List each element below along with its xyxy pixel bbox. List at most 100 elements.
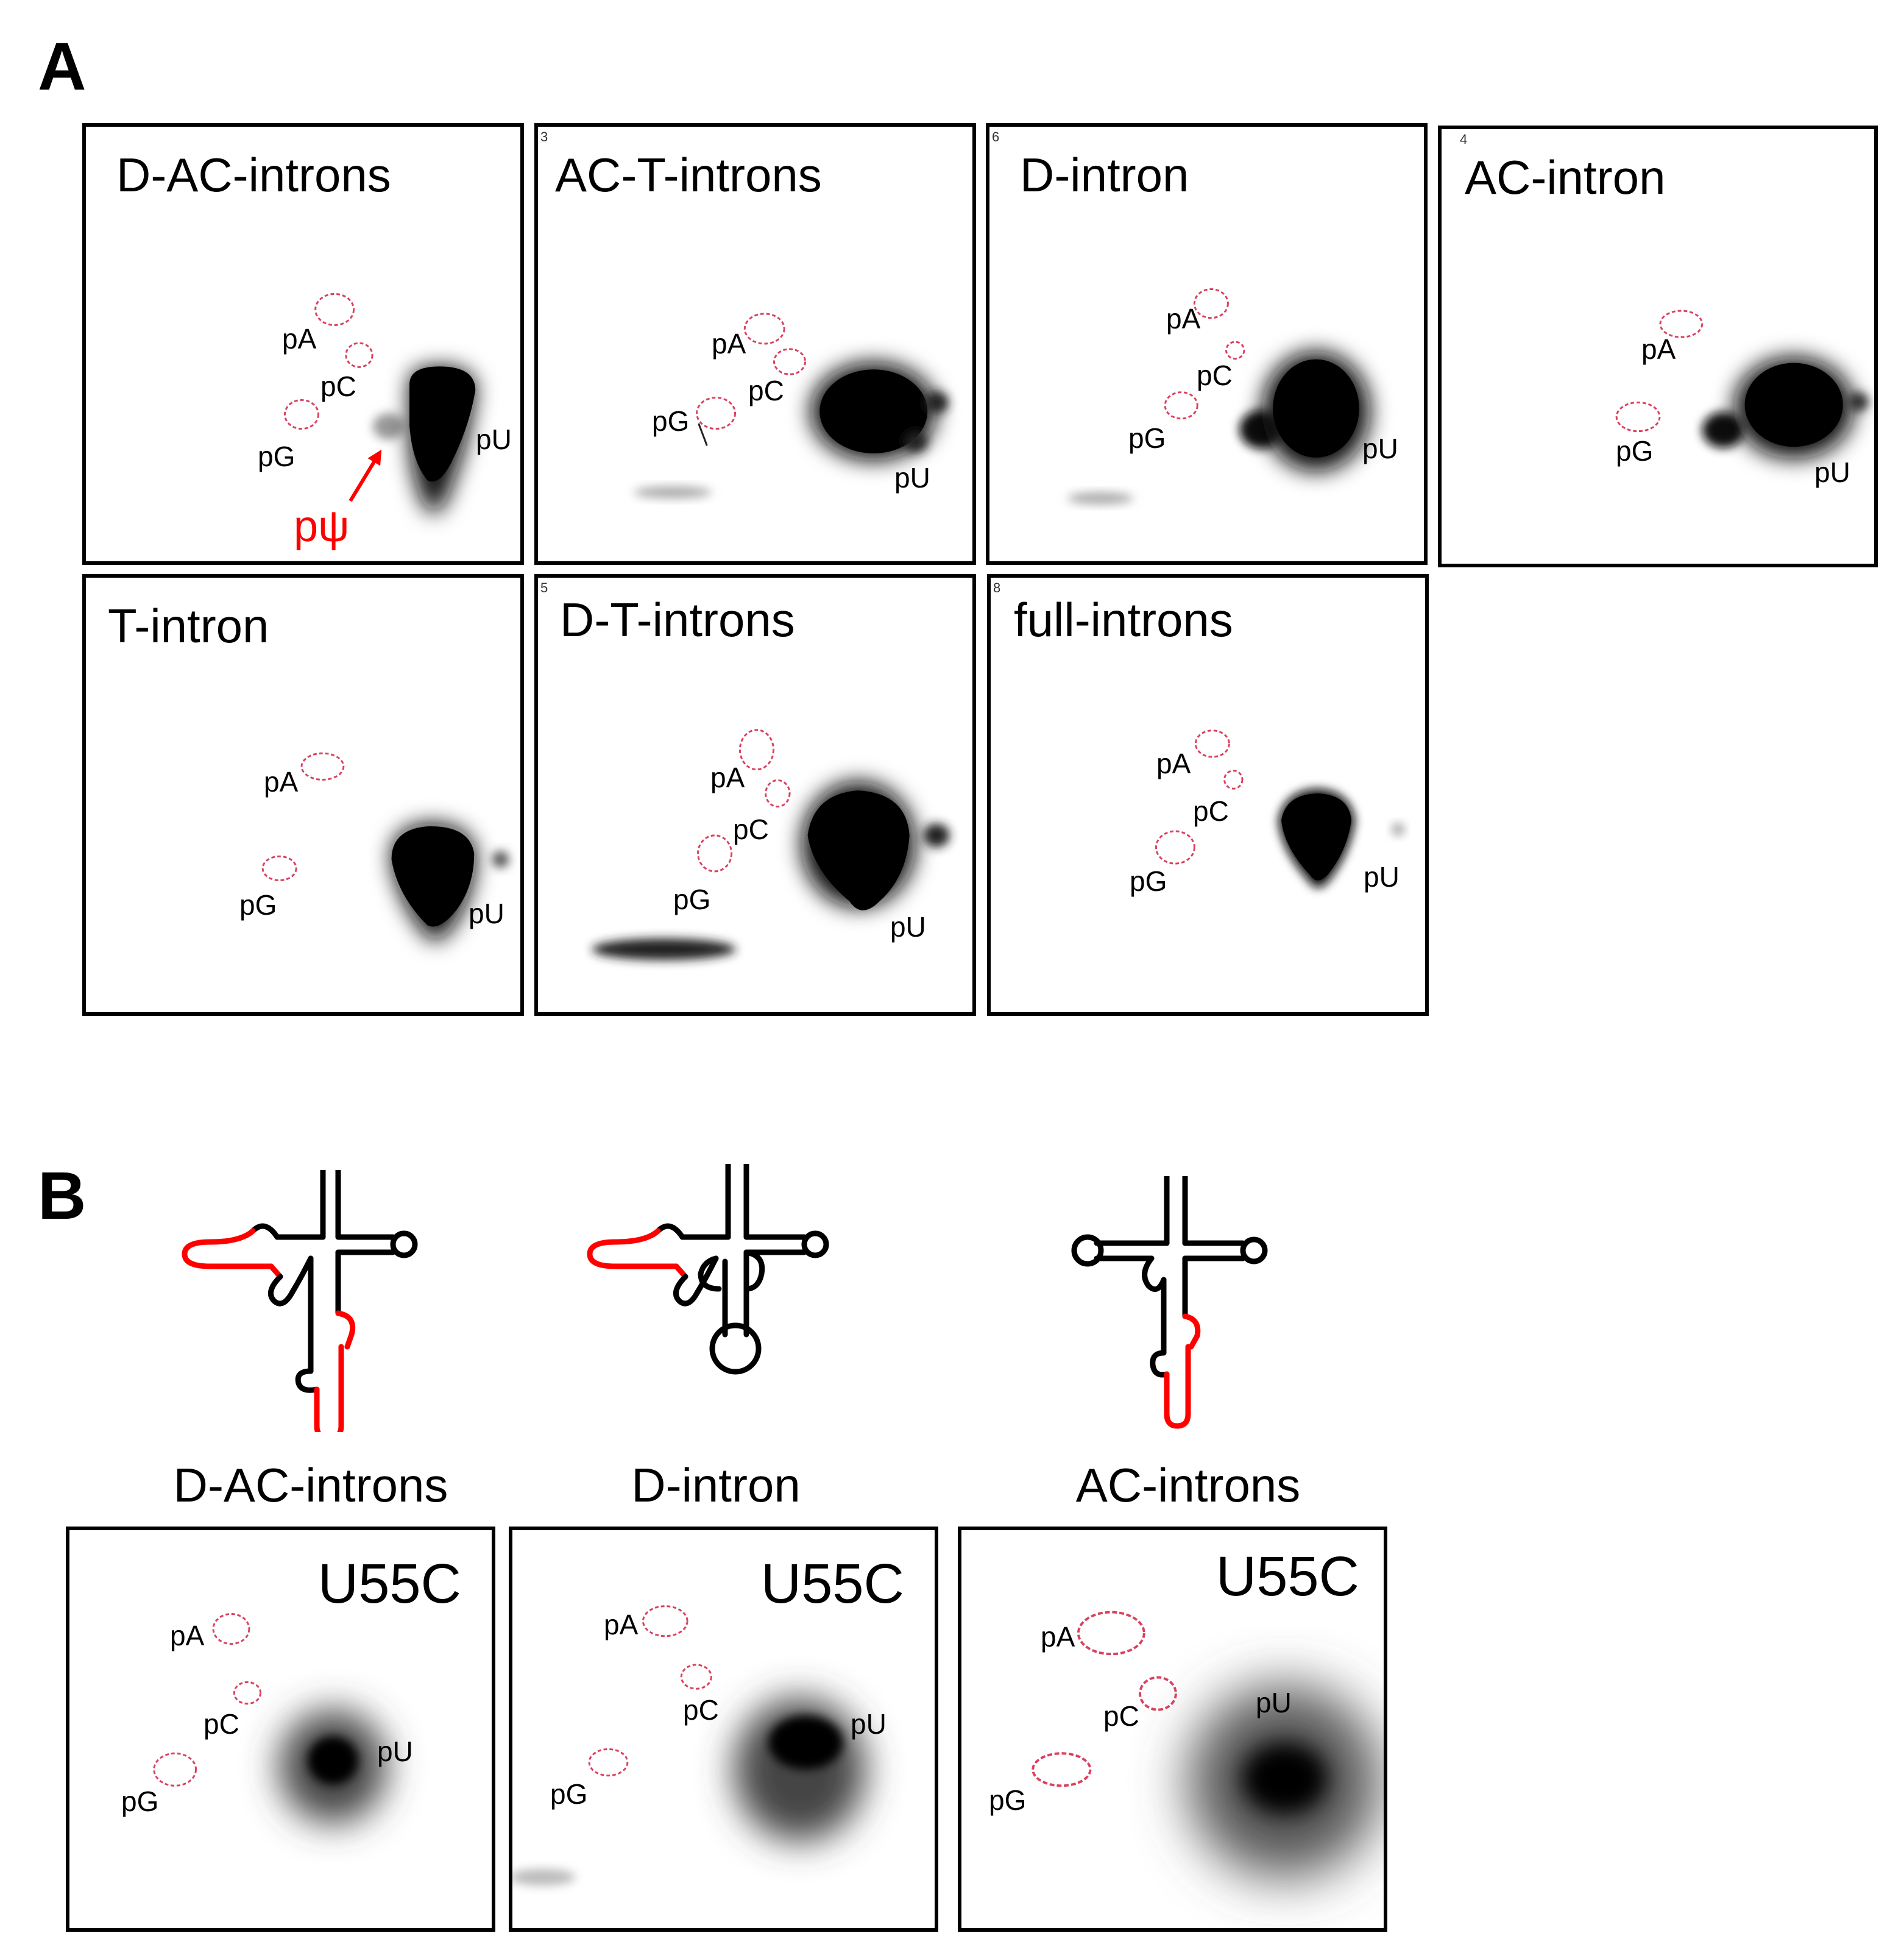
tlc-plate-u55c-d-intron: U55C pA pC pG pU (509, 1527, 938, 1932)
pu-spot (768, 1715, 843, 1770)
marker-pa (738, 729, 774, 771)
marker-pg (153, 1752, 197, 1787)
tlc-spots (512, 1605, 866, 1886)
marker-pg (284, 399, 320, 430)
marker-pg (1615, 401, 1661, 433)
label-pc: pC (320, 371, 356, 402)
marker-pc (773, 348, 807, 375)
label-pg: pG (1128, 422, 1166, 454)
structure-label: D-AC-introns (173, 1458, 448, 1512)
label-pa: pA (710, 762, 745, 793)
plate-title: U55C (317, 1553, 461, 1615)
label-pg: pG (121, 1786, 159, 1817)
label-pa: pA (170, 1620, 205, 1651)
tlc-plate-t-intron: T-intron pA pG pU (82, 574, 524, 1016)
marker-pc (233, 1681, 262, 1705)
label-pa: pA (604, 1609, 639, 1640)
structure-label: AC-introns (1075, 1458, 1301, 1512)
marker-pg (1164, 391, 1198, 420)
marker-pg (588, 1748, 629, 1777)
tlc-spots (592, 729, 950, 960)
pu-spot (308, 1736, 358, 1785)
label-pg: pG (1616, 435, 1654, 467)
tlc-spots (634, 313, 949, 498)
tlc-plate-d-ac-introns: D-AC-introns pA pC pG pU (82, 123, 524, 565)
tlc-plate-full-introns: 8 full-introns pA pC pG pU (987, 574, 1429, 1016)
label-pg: pG (652, 405, 690, 437)
plate-title: AC-T-introns (555, 148, 822, 202)
tlc-spots (284, 293, 476, 514)
tlc-spots (153, 1613, 387, 1824)
marker-pg (261, 855, 297, 882)
label-pg: pG (989, 1784, 1027, 1816)
label-pu: pU (476, 424, 512, 455)
label-pc: pC (733, 814, 769, 845)
marker-pa (743, 313, 785, 345)
plate-title: full-introns (1014, 593, 1233, 647)
marker-pc (345, 342, 373, 368)
label-pu: pU (894, 462, 930, 494)
label-pa: pA (1156, 748, 1191, 779)
label-pc: pC (1193, 795, 1229, 827)
label-pc: pC (748, 375, 784, 406)
label-pu: pU (1362, 433, 1398, 464)
label-pu: pU (1364, 861, 1400, 893)
plate-title: D-intron (1020, 148, 1189, 202)
plate-number: 6 (992, 129, 1000, 144)
label-pc: pC (683, 1694, 719, 1726)
marker-pa (300, 752, 345, 781)
tlc-plate-d-intron: 6 D-intron pA pC pG pU (986, 123, 1428, 565)
tlc-plate-ac-t-introns: 3 AC-T-introns pA pC pG pU (534, 123, 976, 565)
plate-number: 4 (1460, 132, 1468, 147)
label-pu: pU (1256, 1687, 1292, 1718)
trna-structure-ac-introns (1071, 1176, 1268, 1429)
marker-pg (697, 834, 733, 873)
label-pc: pC (203, 1708, 239, 1740)
marker-pc (1223, 770, 1244, 790)
tlc-plate-u55c-d-ac-introns: U55C pA pC pG pU (66, 1527, 495, 1932)
label-pc: pC (1197, 360, 1233, 391)
marker-pg (696, 397, 737, 430)
panel-letter-a: A (38, 29, 87, 104)
plate-title: U55C (760, 1553, 904, 1615)
label-pu: pU (469, 898, 504, 929)
marker-pg (1155, 830, 1195, 865)
label-pg: pG (1130, 865, 1167, 897)
tlc-plate-ac-intron: 4 AC-intron pA pG pU (1438, 126, 1878, 567)
label-pu: pU (377, 1736, 413, 1767)
marker-pc (765, 779, 791, 808)
trna-structure-d-ac-introns (182, 1170, 418, 1432)
plate-title: D-T-introns (560, 593, 795, 647)
plate-number: 8 (993, 580, 1001, 595)
marker-pc (680, 1664, 712, 1690)
plate-title: AC-intron (1465, 151, 1666, 204)
marker-pa (642, 1605, 688, 1637)
label-pg: pG (673, 884, 711, 915)
structure-label: D-intron (631, 1458, 801, 1512)
panel-letter-b: B (38, 1158, 87, 1233)
plate-number: 5 (540, 580, 548, 595)
plate-title: T-intron (108, 599, 269, 653)
marker-pg (1032, 1752, 1092, 1787)
label-pa: pA (282, 323, 317, 355)
label-pu: pU (1814, 456, 1850, 488)
plate-title: U55C (1216, 1545, 1359, 1608)
label-pu: pU (851, 1708, 887, 1740)
marker-pa (314, 293, 355, 326)
tlc-plate-u55c-ac-introns: U55C pA pC pG pU (958, 1527, 1387, 1932)
label-pu: pU (890, 911, 926, 943)
trna-structure-d-intron (587, 1164, 829, 1375)
label-pa: pA (1041, 1621, 1075, 1653)
tlc-spots (1067, 288, 1370, 505)
psi-label: pψ (294, 502, 350, 551)
label-pg: pG (258, 441, 296, 472)
tlc-plate-d-t-introns: 5 D-T-introns pA pC pG pU (534, 574, 976, 1016)
label-pa: pA (1641, 333, 1676, 365)
label-pc: pC (1103, 1700, 1139, 1732)
tlc-spots (1615, 310, 1869, 459)
marker-pa (212, 1613, 250, 1645)
tlc-spots (1032, 1611, 1381, 1878)
plate-title: D-AC-introns (116, 148, 391, 202)
tlc-spots (261, 752, 509, 941)
marker-pa (1077, 1611, 1145, 1656)
